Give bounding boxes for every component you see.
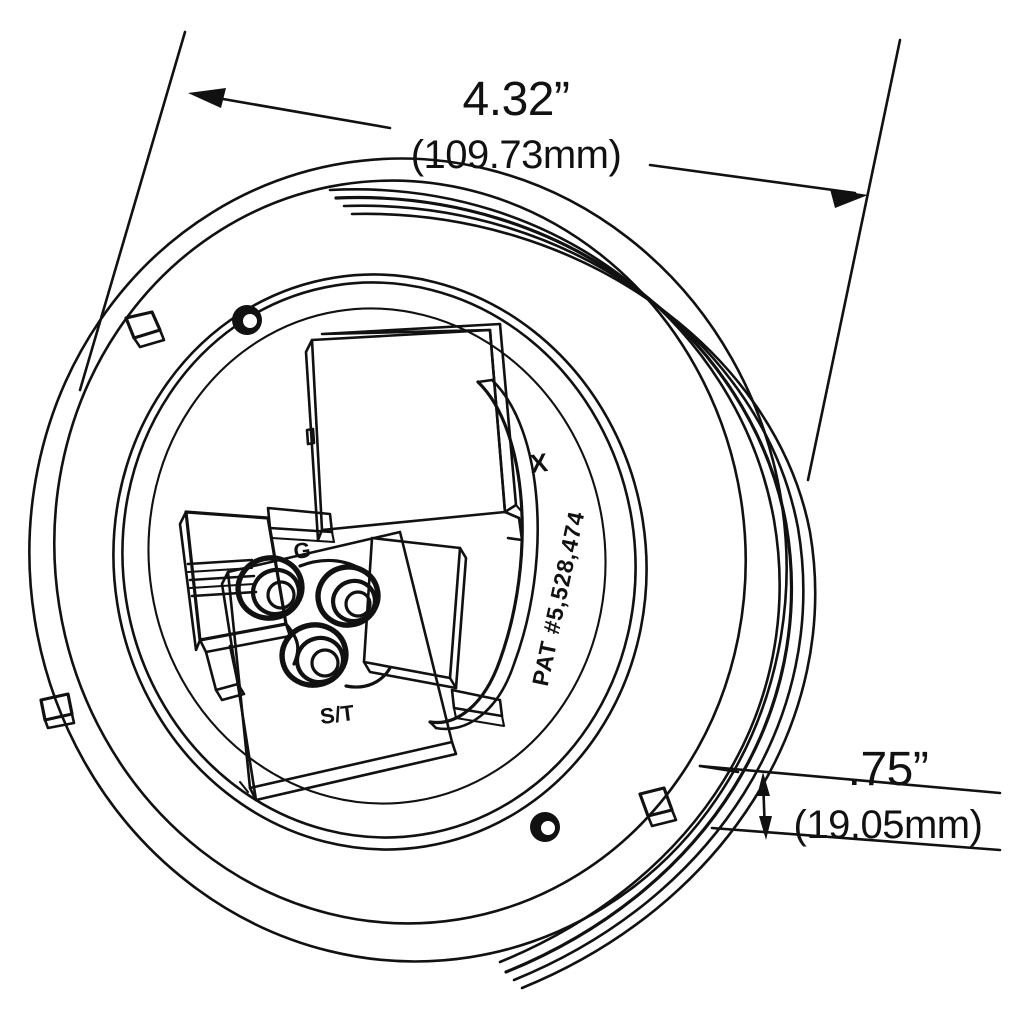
diameter-arrowhead-left <box>188 88 226 108</box>
diameter-dimension-group: 4.32” (109.73mm) <box>78 30 902 482</box>
rim-tabs-group <box>39 310 678 828</box>
outer-flange-ring <box>28 157 788 963</box>
housing-plate-inner <box>147 307 607 805</box>
screw-boss-top <box>232 305 262 335</box>
terminal-pins-group <box>235 555 392 689</box>
orientation-mark-x: X <box>528 447 550 479</box>
diameter-extension-line-right <box>806 38 902 482</box>
diameter-extension-line-left <box>78 30 187 392</box>
housing-plate-outer <box>112 273 648 851</box>
terminal-label-stop-turn: S/T <box>319 700 357 729</box>
housing-plate-step <box>121 281 637 839</box>
depth-value-mm: (19.05mm) <box>794 803 983 847</box>
diameter-dimension-line-right <box>648 163 857 195</box>
depth-arc-4 <box>350 212 817 990</box>
rear-housing-plate-group <box>112 273 648 851</box>
terminal-pin-ground <box>235 555 305 621</box>
center-boss-upper <box>304 322 524 542</box>
terminal-pin-stop-turn <box>279 622 349 688</box>
depth-leader-line <box>698 764 740 774</box>
connector-housing-group <box>178 506 506 802</box>
screw-boss-bottom <box>530 812 560 842</box>
depth-arc-2 <box>334 195 794 974</box>
depth-extension-line-lower <box>710 826 1002 852</box>
outer-flange-inner-edge <box>53 179 747 925</box>
terminal-label-ground: G <box>292 537 312 564</box>
rim-tab-lower-right <box>638 786 678 828</box>
depth-extension-line-upper <box>698 764 1002 795</box>
rim-tab-upper-left <box>124 310 166 349</box>
depth-dimension-group: .75” (19.05mm) <box>698 743 1002 852</box>
diameter-dimension-line-left <box>198 93 392 130</box>
terminal-pin-right <box>315 564 381 628</box>
depth-value-inches: .75” <box>848 743 929 796</box>
depth-arrowhead-up <box>757 772 770 796</box>
depth-arrowhead-down <box>759 816 772 840</box>
rim-tab-left <box>39 692 76 730</box>
screw-bosses-group <box>232 305 560 842</box>
depth-arc-3 <box>342 204 805 982</box>
diameter-value-inches: 4.32” <box>463 73 570 126</box>
outer-flange-group <box>28 157 788 963</box>
bezel-retainer-arc <box>428 378 539 731</box>
patent-number-text: PAT #5,528,474 <box>527 509 589 689</box>
diameter-arrowhead-right <box>830 189 868 208</box>
diameter-value-mm: (109.73mm) <box>411 133 622 177</box>
body-depth-profile-arcs <box>328 188 817 990</box>
depth-arc-1 <box>328 188 781 964</box>
